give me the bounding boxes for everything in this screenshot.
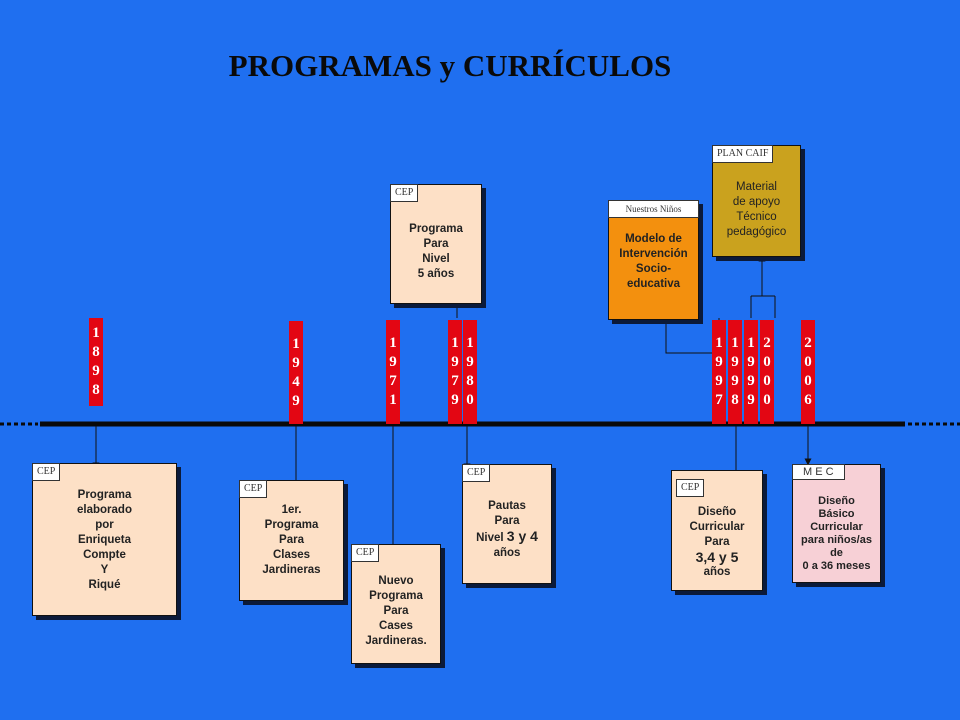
box-line: años — [493, 547, 521, 559]
box-line: Curricular — [689, 521, 745, 533]
box-tag: CEP — [676, 479, 705, 497]
box-line: Para — [704, 536, 730, 548]
box-line: Para — [494, 515, 520, 527]
box-text: Programa elaborado por Enriqueta Compte … — [77, 489, 132, 591]
box-text: Nuevo Programa Para Cases Jardineras. — [365, 575, 427, 647]
box-1898-program: CEP Programa elaborado por Enriqueta Com… — [32, 463, 177, 616]
box-tag: CEP — [239, 480, 268, 498]
box-text: Programa Para Nivel 5 años — [409, 223, 463, 280]
box-2006-mec: M E C Diseño Básico Curricular para niño… — [792, 464, 881, 583]
box-text: Material de apoyo Técnico pedagógico — [726, 181, 787, 238]
box-tag: CEP — [351, 544, 380, 562]
box-line: Nivel 3 y 4 — [476, 528, 538, 545]
box-line: Pautas — [488, 500, 526, 512]
box-line: 3,4 y 5 — [695, 549, 739, 565]
box-text: Modelo de Intervención Socio- educativa — [619, 233, 688, 290]
box-line: Diseño — [697, 506, 737, 518]
box-1949-program: CEP 1er. Programa Para Clases Jardineras — [239, 480, 344, 601]
box-line: años — [703, 566, 731, 578]
page-title: PROGRAMAS y CURRÍCULOS — [228, 48, 672, 83]
box-1980-pautas: CEP Pautas Para Nivel 3 y 4 años — [462, 464, 552, 584]
box-tag: CEP — [390, 184, 419, 202]
box-tag: Nuestros Niños — [608, 200, 699, 218]
box-tag: CEP — [32, 463, 61, 481]
box-text: 1er. Programa Para Clases Jardineras — [262, 504, 321, 576]
box-text: Diseño Básico Curricular para niños/as d… — [801, 495, 872, 572]
box-1979-program: CEP Programa Para Nivel 5 años — [390, 184, 482, 304]
box-tag: PLAN CAIF — [712, 145, 774, 163]
box-1997-diseno: CEP Diseño Curricular Para 3,4 y 5 años — [671, 470, 763, 591]
box-tag: CEP — [462, 464, 491, 482]
box-plan-caif: PLAN CAIF Material de apoyo Técnico peda… — [712, 145, 801, 257]
box-nuestros-ninos: Nuestros Niños Modelo de Intervención So… — [608, 200, 699, 320]
box-1971-program: CEP Nuevo Programa Para Cases Jardineras… — [351, 544, 441, 664]
box-tag: M E C — [792, 464, 845, 480]
